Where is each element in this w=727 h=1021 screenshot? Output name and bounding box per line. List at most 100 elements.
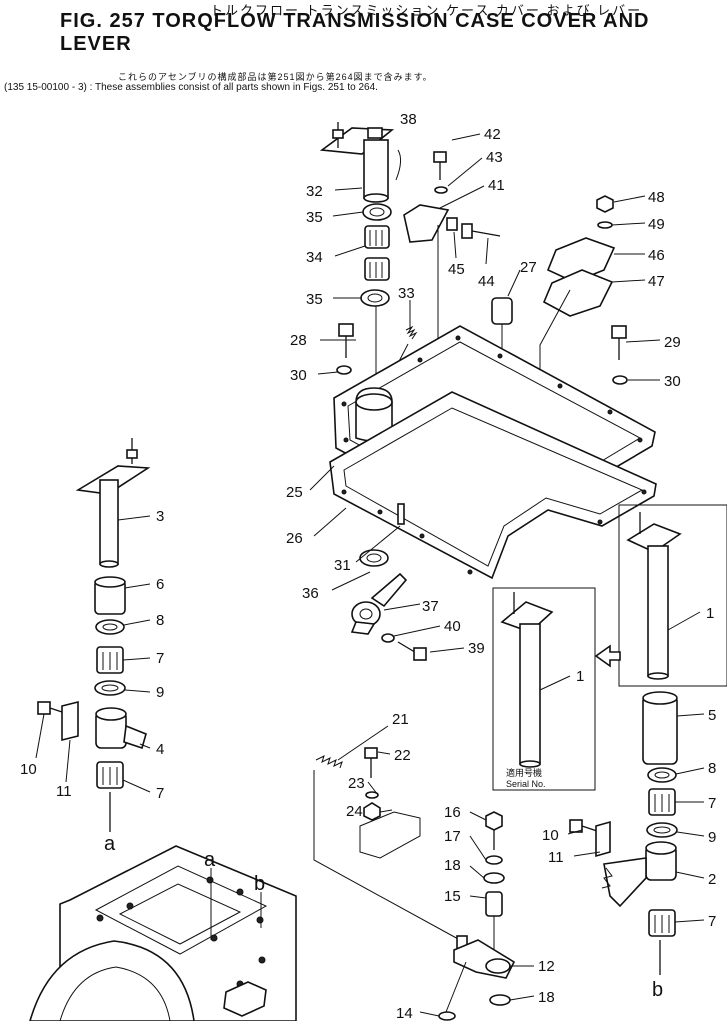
callout-39: 39 bbox=[468, 640, 485, 657]
callout-45: 45 bbox=[448, 261, 465, 278]
serial-inset-box-right bbox=[618, 504, 727, 687]
callout-30-right: 30 bbox=[664, 373, 681, 390]
part-11-plate-left bbox=[61, 700, 79, 742]
bracket-outline bbox=[359, 811, 421, 859]
callout-7-right-upper: 7 bbox=[708, 795, 716, 812]
callout-22: 22 bbox=[394, 747, 411, 764]
marker-a-left: a bbox=[104, 833, 116, 855]
callout-1-right: 1 bbox=[706, 605, 714, 622]
callout-23: 23 bbox=[348, 775, 365, 792]
part-2-lever bbox=[601, 841, 677, 908]
callout-21: 21 bbox=[392, 711, 409, 728]
part-7-bearing-upper-left bbox=[96, 646, 124, 674]
callout-31: 31 bbox=[334, 557, 351, 574]
part-24-nut bbox=[363, 802, 381, 821]
callout-9-left: 9 bbox=[156, 684, 164, 701]
part-18-washer-lower bbox=[489, 994, 511, 1006]
part-29-bolt bbox=[611, 325, 627, 360]
callout-6: 6 bbox=[156, 576, 164, 593]
callout-25: 25 bbox=[286, 484, 303, 501]
callout-49: 49 bbox=[648, 216, 665, 233]
callout-8-left: 8 bbox=[156, 612, 164, 629]
japanese-title: トルクフロー トランスミッション ケース カバー および レバー bbox=[210, 3, 643, 18]
part-8-seal-left bbox=[95, 619, 125, 635]
part-6-bushing bbox=[94, 576, 126, 615]
marker-b-right: b bbox=[652, 979, 663, 1001]
part-21-spring bbox=[315, 755, 343, 769]
part-48-nut bbox=[596, 195, 614, 213]
callout-5: 5 bbox=[708, 707, 716, 724]
callout-42: 42 bbox=[484, 126, 501, 143]
callout-47: 47 bbox=[648, 273, 665, 290]
part-35-upper-seal bbox=[362, 203, 392, 221]
callout-41: 41 bbox=[488, 177, 505, 194]
part-7-bearing-lower-right bbox=[648, 909, 676, 937]
callout-4: 4 bbox=[156, 741, 164, 758]
part-30-washer-left bbox=[336, 365, 352, 375]
part-14-washer bbox=[438, 1011, 456, 1021]
assembly-note: (135 15-00100 - 3) : These assemblies co… bbox=[4, 82, 378, 93]
callout-46: 46 bbox=[648, 247, 665, 264]
japanese-note: これらのアセンブリの構成部品は第251図から第264図まで含みます。 bbox=[118, 72, 433, 82]
callout-35-lower: 35 bbox=[306, 291, 323, 308]
callout-24: 24 bbox=[346, 803, 363, 820]
callout-33: 33 bbox=[398, 285, 415, 302]
callout-32: 32 bbox=[306, 183, 323, 200]
callout-11-right: 11 bbox=[548, 849, 564, 866]
part-43-washer bbox=[434, 186, 448, 194]
part-31-dowel-pin bbox=[397, 503, 405, 525]
callout-12: 12 bbox=[538, 958, 555, 975]
part-8-seal-right bbox=[647, 767, 677, 783]
part-40-washer bbox=[381, 633, 395, 643]
callout-40: 40 bbox=[444, 618, 461, 635]
callout-38: 38 bbox=[400, 111, 417, 128]
callout-3: 3 bbox=[156, 508, 164, 525]
callout-35-upper: 35 bbox=[306, 209, 323, 226]
part-39-bolt bbox=[397, 641, 427, 661]
transmission-case-housing bbox=[29, 845, 297, 1021]
part-42-bolt bbox=[433, 151, 447, 180]
part-5-bushing bbox=[642, 691, 678, 765]
callout-17: 17 bbox=[444, 828, 461, 845]
part-37-lever bbox=[350, 572, 408, 635]
callout-29: 29 bbox=[664, 334, 681, 351]
part-18-washer-upper bbox=[483, 872, 505, 884]
callout-7-left-upper: 7 bbox=[156, 650, 164, 667]
callout-28: 28 bbox=[290, 332, 307, 349]
part-35-lower-seal bbox=[360, 289, 390, 307]
part-36-seal bbox=[359, 549, 389, 567]
part-47-gasket bbox=[542, 269, 614, 317]
callout-2: 2 bbox=[708, 871, 716, 888]
part-38-pin bbox=[395, 149, 402, 181]
callout-26: 26 bbox=[286, 530, 303, 547]
callout-18-lower: 18 bbox=[538, 989, 555, 1006]
callout-48: 48 bbox=[648, 189, 665, 206]
part-34-bearings bbox=[364, 225, 390, 281]
part-9-ring-left bbox=[94, 680, 126, 696]
part-44-bolt bbox=[461, 223, 501, 239]
callout-43: 43 bbox=[486, 149, 503, 166]
callout-37: 37 bbox=[422, 598, 439, 615]
callout-1-inset: 1 bbox=[576, 668, 584, 685]
callout-16: 16 bbox=[444, 804, 461, 821]
part-7-bearing-upper-right bbox=[648, 788, 676, 816]
figure-title: FIG. 257 TORQFLOW TRANSMISSION CASE COVE… bbox=[60, 10, 650, 55]
part-12-link-lever bbox=[453, 935, 516, 979]
part-11-plate-right bbox=[595, 820, 611, 858]
callout-34: 34 bbox=[306, 249, 323, 266]
part-33-spring bbox=[405, 325, 418, 340]
leader-line bbox=[313, 770, 461, 941]
part-49-washer bbox=[597, 221, 613, 229]
part-1-shaft-inset bbox=[500, 592, 554, 768]
callout-27: 27 bbox=[520, 259, 537, 276]
part-46-cover-plate bbox=[546, 237, 616, 283]
part-28-bolt bbox=[338, 323, 354, 358]
part-32-shaft bbox=[319, 122, 395, 203]
part-1-shaft-right bbox=[626, 512, 682, 680]
serial-inset-box bbox=[492, 587, 596, 791]
part-16-bolt bbox=[485, 811, 503, 850]
part-7-bearing-lower-left bbox=[96, 761, 124, 789]
part-26-gasket bbox=[329, 391, 657, 580]
callout-36: 36 bbox=[302, 585, 319, 602]
